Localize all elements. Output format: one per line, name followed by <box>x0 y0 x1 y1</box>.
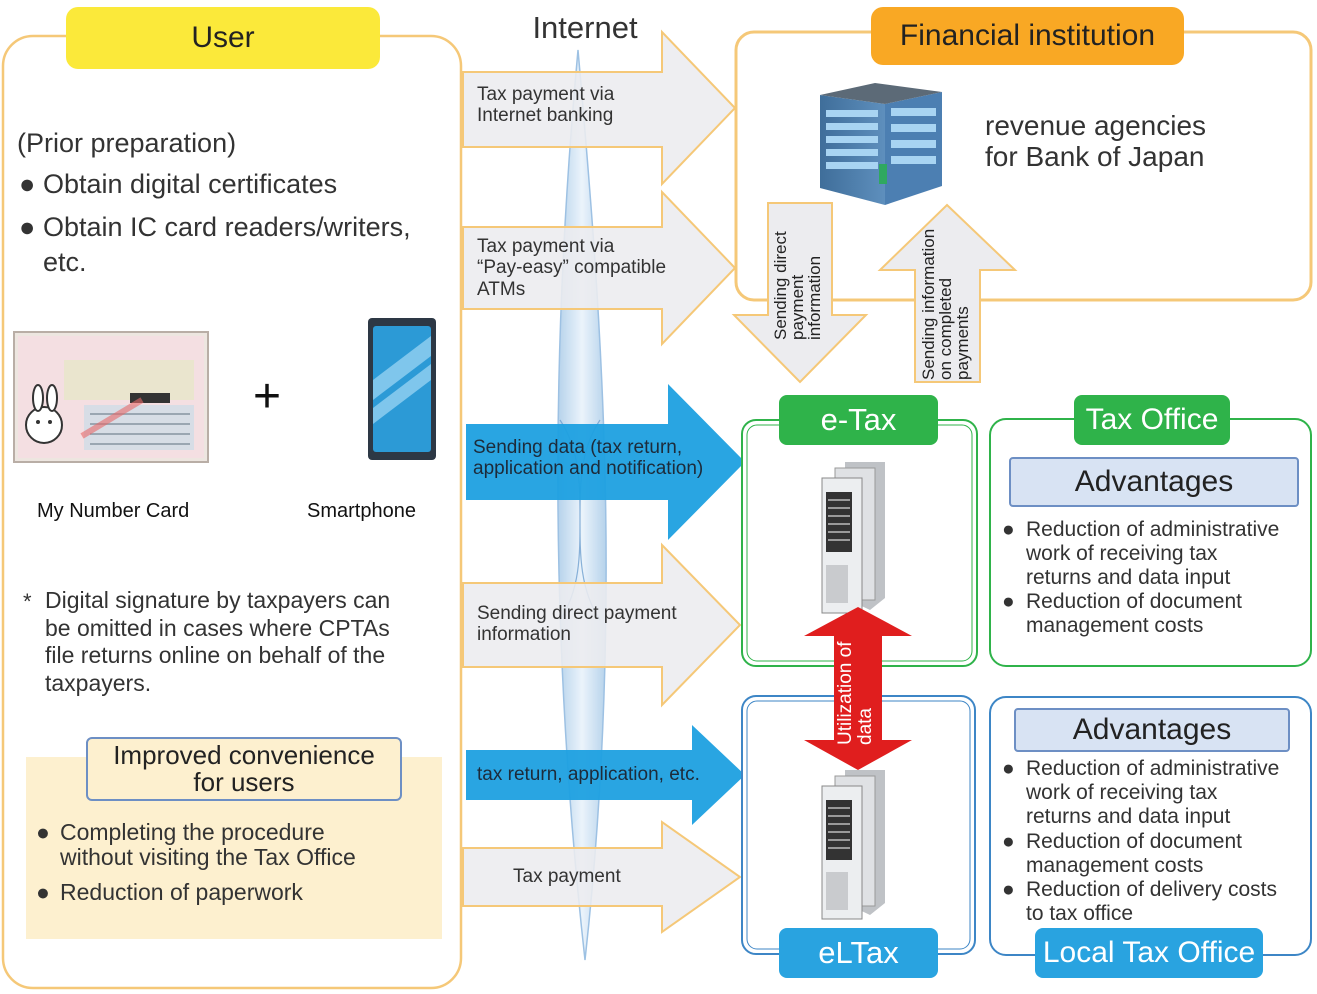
arrow-internet-banking <box>462 29 737 187</box>
note-mark: * <box>23 589 32 614</box>
local-advantage-admin: Reduction of administrative work of rece… <box>1002 757 1317 829</box>
tax-office-advantages-heading: Advantages <box>1009 457 1299 507</box>
tax-office-title: Tax Office <box>1074 395 1230 445</box>
prep-item-card-readers: Obtain IC card readers/writers, etc. <box>19 210 483 280</box>
up-arrow-label: Sending information on completed payment… <box>919 228 972 380</box>
prep-item-certificates: Obtain digital certificates <box>19 169 473 200</box>
utilization-label: Utilization of data <box>835 641 876 746</box>
digital-signature-note: Digital signature by taxpayers can be om… <box>45 587 391 696</box>
my-number-card-image <box>13 331 209 463</box>
arrow-direct-payment <box>462 542 742 708</box>
flow-label-direct-payment: Sending direct payment information <box>477 603 677 646</box>
prep-heading: (Prior preparation) <box>17 128 237 158</box>
smartphone-image <box>368 318 436 460</box>
card-caption: My Number Card <box>37 500 190 522</box>
server-icon-etax <box>821 462 885 614</box>
arrow-up-completed-payments <box>877 203 1018 383</box>
convenience-item-visit: Completing the procedure without visitin… <box>36 819 460 871</box>
plus-sign: + <box>253 370 282 423</box>
arrow-pay-easy <box>462 189 737 347</box>
user-title: User <box>66 7 380 69</box>
convenience-title: Improved convenience for users <box>86 737 402 801</box>
etax-label: e-Tax <box>779 395 938 445</box>
arrow-down-direct-payment <box>731 202 869 384</box>
internet-label: Internet <box>532 10 638 45</box>
eltax-label: eLTax <box>779 928 938 978</box>
utilization-double-arrow <box>804 607 912 770</box>
server-icon-eltax <box>821 770 885 920</box>
flow-label-sending-data: Sending data (tax return, application an… <box>473 437 704 480</box>
finance-title: Financial institution <box>871 7 1184 65</box>
flow-label-internet-banking: Tax payment via Internet banking <box>477 84 615 127</box>
flow-label-tax-payment: Tax payment <box>513 866 621 887</box>
local-advantage-document: Reduction of document management costs <box>1002 830 1317 878</box>
arrow-tax-return <box>466 725 745 825</box>
flow-label-tax-return: tax return, application, etc. <box>477 764 700 785</box>
local-advantage-delivery: Reduction of delivery costs to tax offic… <box>1002 878 1317 926</box>
tax-office-advantage-document: Reduction of document management costs <box>1002 590 1317 638</box>
internet-tube <box>557 49 607 961</box>
flow-label-pay-easy: Tax payment via “Pay-easy” compatible AT… <box>477 236 667 300</box>
arrow-tax-payment <box>462 820 742 934</box>
tax-office-advantage-admin: Reduction of administrative work of rece… <box>1002 518 1317 590</box>
local-tax-office-title: Local Tax Office <box>1035 928 1263 978</box>
bank-name: revenue agencies for Bank of Japan <box>985 110 1207 173</box>
convenience-item-paperwork: Reduction of paperwork <box>36 879 460 905</box>
local-tax-office-advantages-heading: Advantages <box>1014 708 1290 752</box>
arrow-sending-data <box>466 384 745 540</box>
down-arrow-label: Sending direct payment information <box>771 231 824 340</box>
phone-caption: Smartphone <box>307 500 416 522</box>
bank-building-icon <box>820 83 942 205</box>
